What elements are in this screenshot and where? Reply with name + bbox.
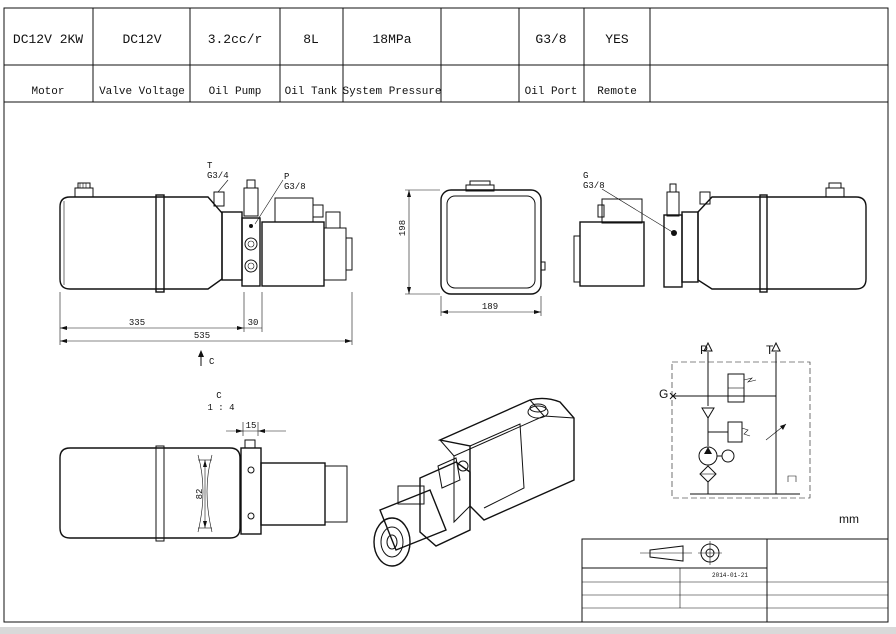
rear-view: G G3/8 <box>573 171 867 293</box>
spec-value-oil-tank: 8L <box>303 32 319 47</box>
iso-filler-cap-icon <box>527 405 549 419</box>
side-dimensions: 335 30 535 <box>59 292 353 345</box>
terminal-box <box>274 197 314 223</box>
port-p-letter: P <box>284 172 289 182</box>
view-marker-c: C <box>198 350 215 367</box>
dim-total-length: 535 <box>194 331 210 341</box>
filler-cap-rear-icon <box>825 182 845 198</box>
flange-top-view <box>240 447 262 535</box>
iso-motor-end <box>373 517 411 567</box>
sheet-border <box>3 7 889 623</box>
port-t-size: G3/4 <box>207 171 229 181</box>
detail-scale: 1 : 4 <box>207 403 234 413</box>
detail-view-c: C 1 : 4 15 82 <box>59 391 348 542</box>
spec-label-oil-pump: Oil Pump <box>209 86 262 98</box>
spec-label-oil-port: Oil Port <box>525 86 578 98</box>
title-block: 2014-01-21 <box>581 538 889 623</box>
schematic-check-valve-icon <box>701 407 715 419</box>
spec-label-oil-tank: Oil Tank <box>285 86 338 98</box>
spec-table: DC12V 2KW Motor DC12V Valve Voltage 3.2c… <box>4 8 888 103</box>
port-g-size: G3/8 <box>583 181 605 191</box>
spec-value-system-pressure: 18MPa <box>372 32 411 47</box>
spec-value-valve-voltage: DC12V <box>122 32 161 47</box>
svg-text:C: C <box>209 357 215 367</box>
motor-body <box>261 221 325 287</box>
motor-rear <box>579 221 645 287</box>
port-t-letter: T <box>207 161 213 171</box>
detail-title: C <box>216 391 222 401</box>
iso-tank <box>437 397 575 521</box>
title-block-date: 2014-01-21 <box>712 572 748 579</box>
port-p-size: G3/8 <box>284 182 306 192</box>
spec-label-remote: Remote <box>597 86 637 98</box>
manifold-rear <box>681 211 699 283</box>
dim-gap: 30 <box>248 318 259 328</box>
dim-detail-top: 15 <box>246 421 257 431</box>
tank-band-rear <box>759 194 768 293</box>
schematic-label-g: G <box>659 387 668 401</box>
iso-manifold <box>419 461 471 547</box>
units-label: mm <box>839 512 859 526</box>
port-g-letter: G <box>583 171 588 181</box>
spec-value-remote: YES <box>605 32 629 47</box>
spec-value-motor: DC12V 2KW <box>13 32 83 47</box>
flange-plate <box>241 217 261 287</box>
iso-motor <box>379 489 447 551</box>
port-p-dot <box>249 224 253 228</box>
schematic-boundary <box>671 361 811 499</box>
filler-cap-icon <box>74 182 94 198</box>
tank-band <box>155 194 165 293</box>
isometric-view <box>373 397 575 567</box>
spec-label-motor: Motor <box>31 86 64 98</box>
tank-front-outer <box>440 189 542 295</box>
dim-width: 189 <box>482 302 498 312</box>
spec-value-oil-pump: 3.2cc/r <box>208 32 263 47</box>
spec-value-oil-port: G3/8 <box>535 32 566 47</box>
motor-top-view <box>260 462 326 526</box>
solenoid-valve <box>243 187 259 217</box>
schematic-label-t: T <box>766 343 774 357</box>
tank-body <box>59 196 223 290</box>
schematic-tank-icon <box>787 475 797 482</box>
tank-rear <box>697 196 867 290</box>
flange-rear <box>663 214 683 288</box>
schematic-relief-valve-icon <box>727 421 743 443</box>
spec-label-valve-voltage: Valve Voltage <box>99 86 185 98</box>
projection-symbol-icon <box>640 541 722 565</box>
spec-label-system-pressure: System Pressure <box>342 86 441 98</box>
dim-tank-length: 335 <box>129 318 145 328</box>
bottom-strip <box>0 627 896 634</box>
dim-height: 198 <box>398 220 408 236</box>
hydraulic-schematic: P T G <box>659 341 811 499</box>
dim-detail-side: 82 <box>195 489 205 500</box>
side-view: T G3/4 P G3/8 335 30 535 C <box>59 161 353 367</box>
tank-top-view <box>59 447 241 539</box>
front-view: 198 189 <box>398 180 546 316</box>
manifold-block <box>221 211 243 281</box>
schematic-motor-icon <box>721 449 735 463</box>
